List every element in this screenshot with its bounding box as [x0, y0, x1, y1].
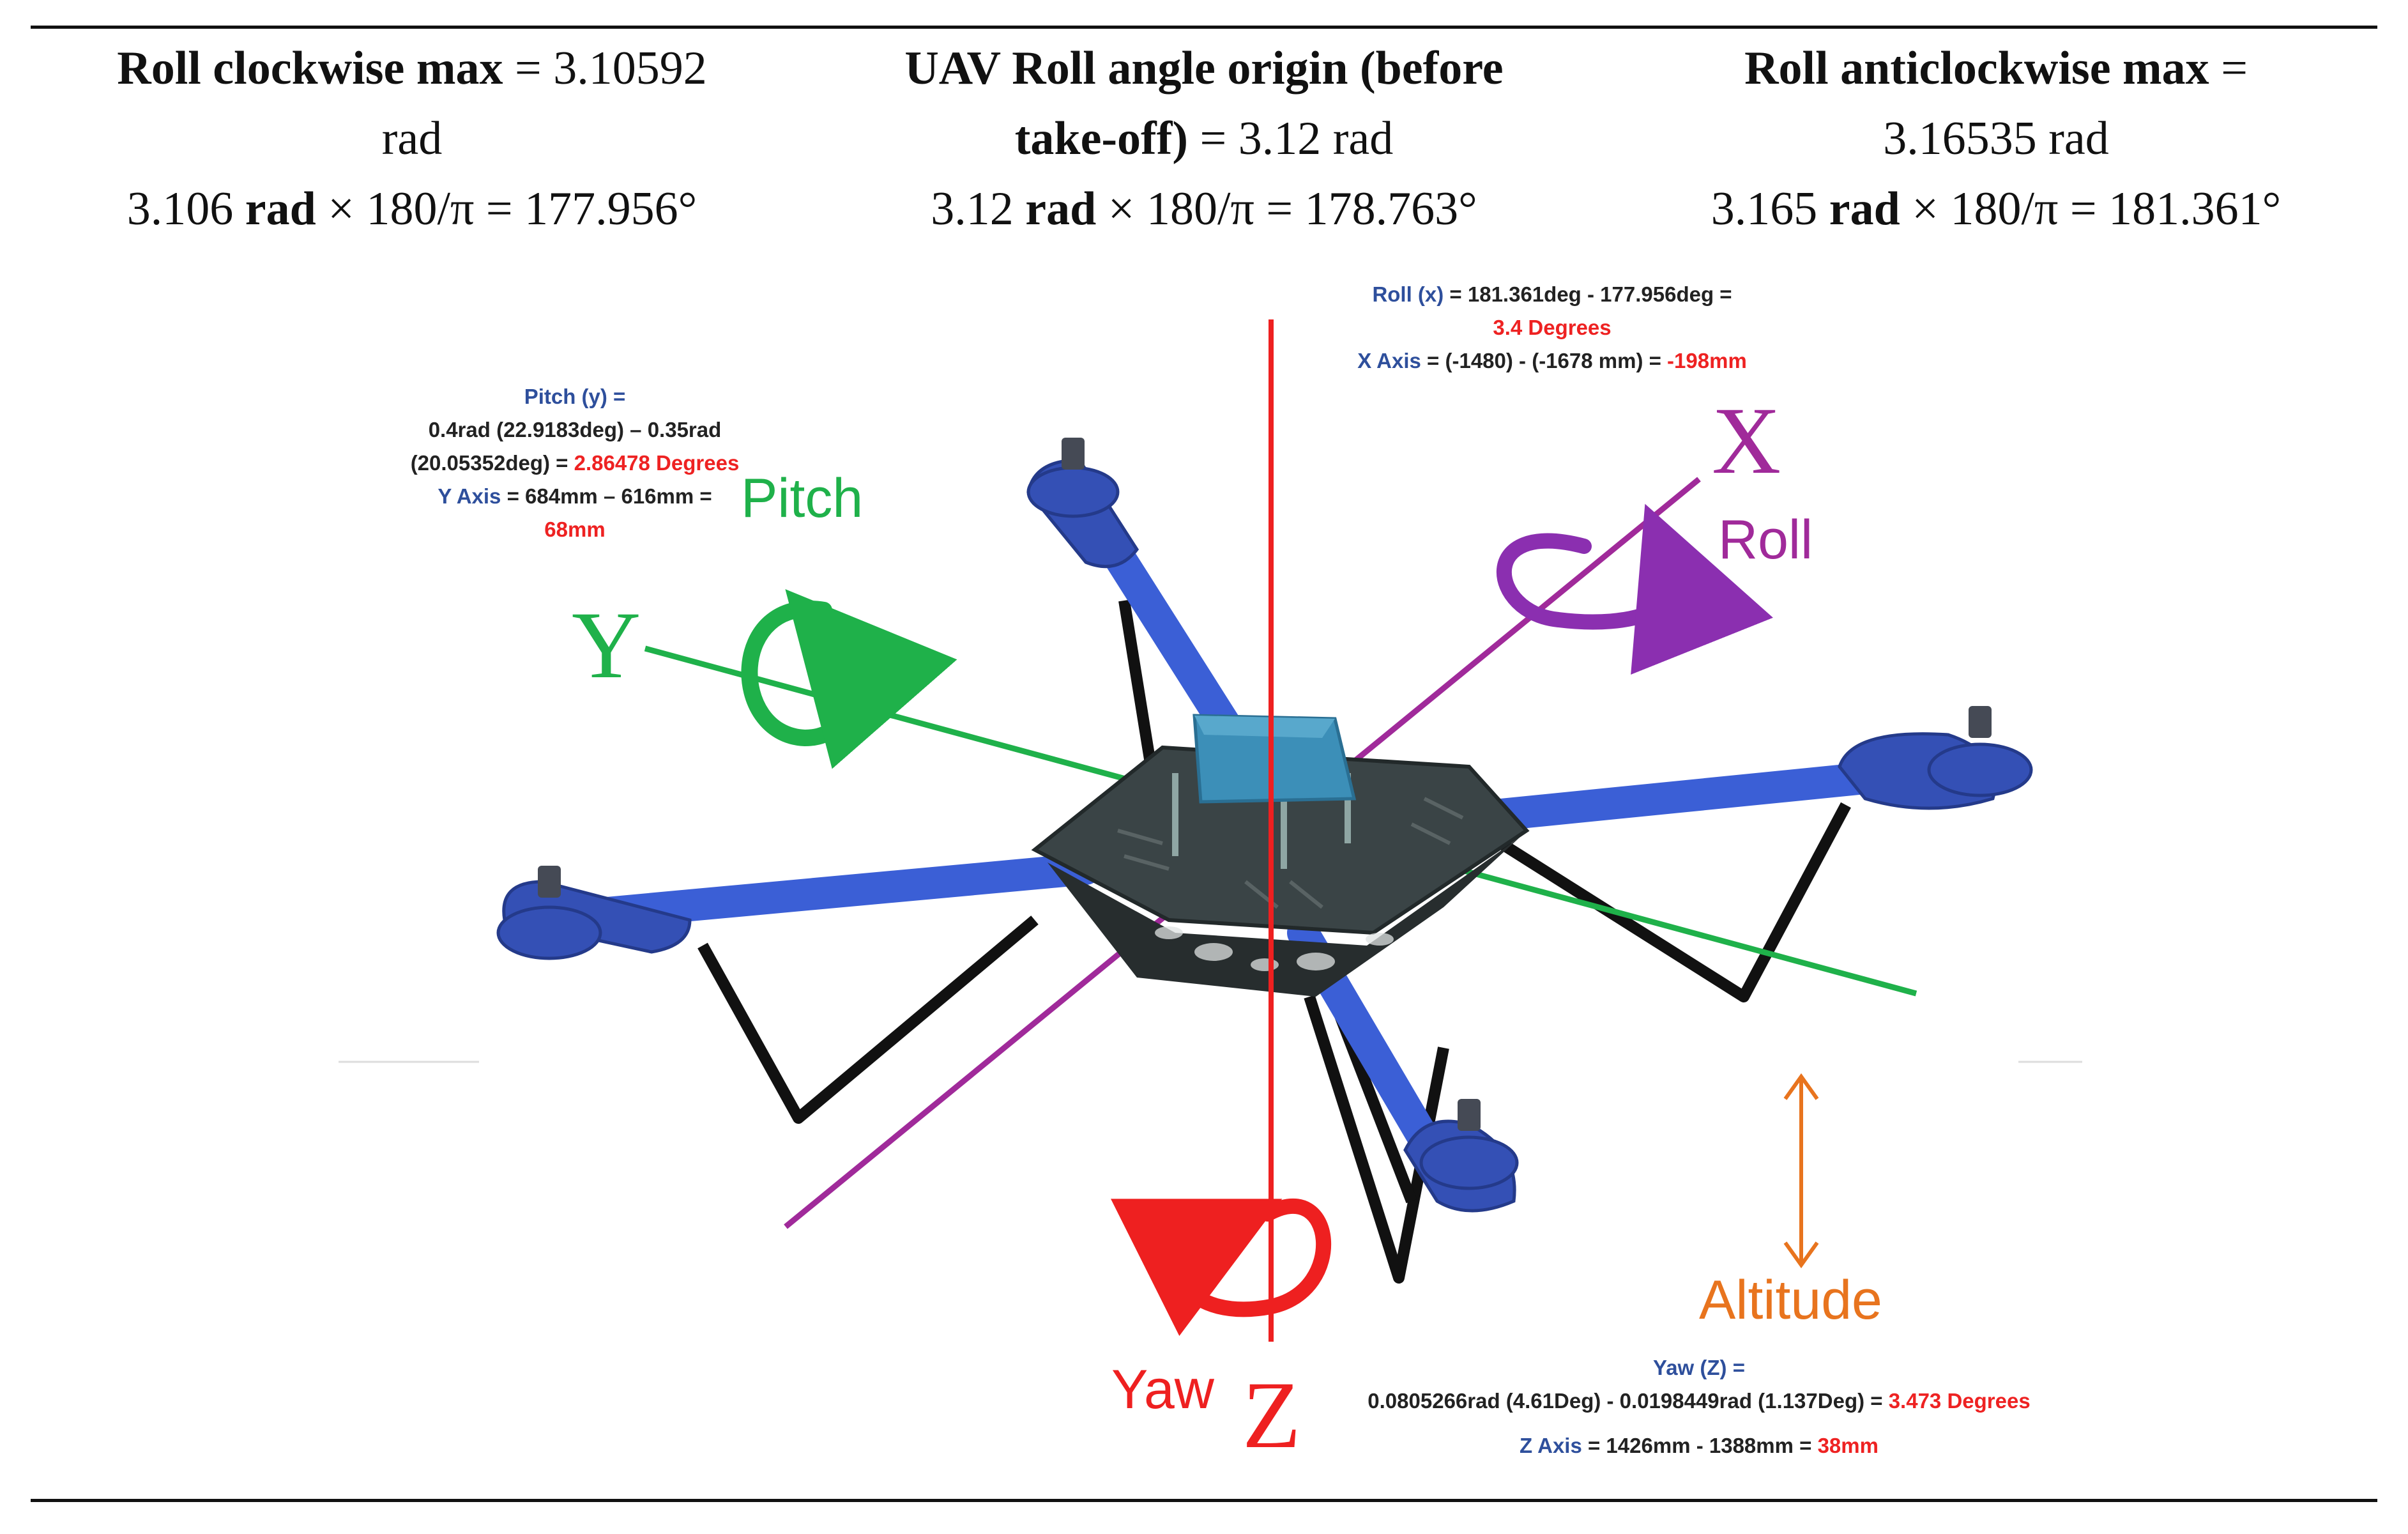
axis-label-y: Y: [572, 592, 641, 698]
drone-frame: [1031, 714, 1530, 997]
yaw-calculation-note: Yaw (Z) = 0.0805266rad (4.61Deg) - 0.019…: [1368, 1356, 2031, 1457]
pitch-rotation-arrow: [741, 589, 957, 769]
landing-legs: [697, 599, 1851, 1284]
axis-label-x: X: [1712, 388, 1781, 494]
header-roll-anticlockwise: Roll anticlockwise max = 3.16535 rad 3.1…: [1711, 42, 2282, 235]
axis-label-z: Z: [1242, 1362, 1301, 1468]
bottom-rule: [31, 1499, 2377, 1502]
roll-calculation-note: Roll (x) = 181.361deg - 177.956deg = 3.4…: [1357, 282, 1747, 372]
altitude-arrow: [1783, 1073, 1819, 1269]
pitch-label: Pitch: [741, 468, 864, 529]
header-roll-origin: UAV Roll angle origin (before take-off) …: [904, 42, 1504, 235]
header-roll-clockwise: Roll clockwise max = 3.10592 rad 3.106 r…: [117, 42, 707, 235]
motor-mounts: [496, 438, 2033, 1213]
yaw-label: Yaw: [1111, 1359, 1214, 1420]
yaw-rotation-arrow: [1110, 1198, 1332, 1337]
altitude-label: Altitude: [1699, 1269, 1882, 1331]
roll-rotation-arrow: [1496, 503, 1773, 675]
pitch-calculation-note: Pitch (y) = 0.4rad (22.9183deg) – 0.35ra…: [410, 385, 740, 541]
roll-label: Roll: [1718, 509, 1813, 571]
top-rule: [31, 26, 2377, 29]
